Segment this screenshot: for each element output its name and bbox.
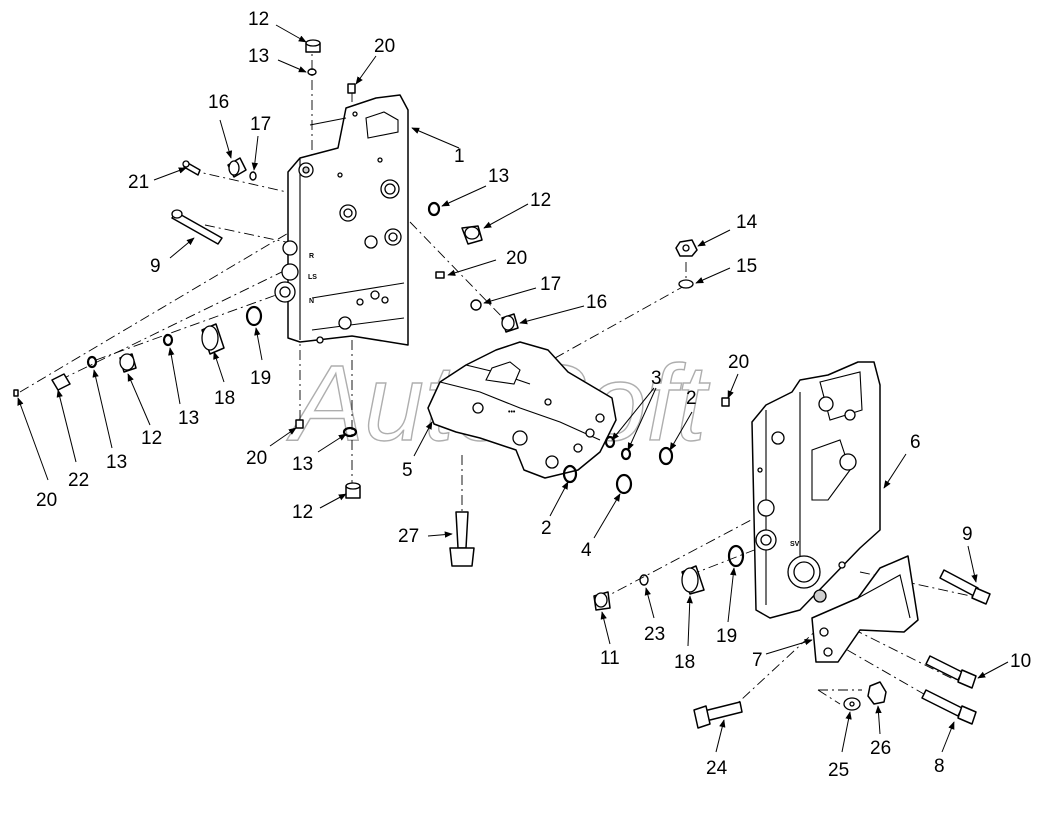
callout-23: 23 (644, 624, 665, 645)
callout-10: 10 (1010, 651, 1031, 672)
callout-17-mid: 17 (540, 274, 561, 295)
callout-11: 11 (600, 648, 620, 669)
callout-5: 5 (402, 460, 413, 481)
callout-14: 14 (736, 212, 758, 233)
callout-18-upper: 18 (214, 388, 235, 409)
bracket-7 (811, 555, 919, 663)
callout-17-upper: 17 (250, 114, 271, 135)
callout-9-lower: 9 (962, 524, 973, 545)
callout-22: 22 (68, 470, 89, 491)
callout-13-right: 13 (488, 166, 509, 187)
callout-3: 3 (651, 368, 662, 389)
callout-12-left: 12 (141, 428, 162, 449)
callout-13-top: 13 (248, 46, 269, 67)
callout-13-left: 13 (178, 408, 199, 429)
port-mark-n: N (309, 298, 314, 305)
port-mark-r: R (309, 253, 314, 260)
end-section-6: SV (751, 361, 881, 619)
callout-12-right: 12 (530, 190, 551, 211)
callout-18-lower: 18 (674, 652, 695, 673)
callout-20-top: 20 (374, 36, 395, 57)
callout-20-far-left: 20 (36, 490, 57, 511)
port-mark-ls: LS (308, 274, 317, 281)
callout-16-mid: 16 (586, 292, 607, 313)
cover-dot-marks: ••• (508, 409, 516, 416)
callout-labels: 1 2 2 3 4 5 6 7 8 9 9 10 11 12 12 12 12 … (36, 9, 1031, 781)
callout-20-right: 20 (728, 352, 749, 373)
callout-15: 15 (736, 256, 757, 277)
small-parts (13, 39, 991, 729)
callout-6: 6 (910, 432, 921, 453)
callout-4: 4 (581, 540, 592, 561)
callout-12-top: 12 (248, 9, 269, 30)
callout-19-lower: 19 (716, 626, 737, 647)
callout-19-upper: 19 (250, 368, 271, 389)
callout-8: 8 (934, 756, 945, 777)
callout-12-bottom: 12 (292, 502, 313, 523)
end-section-mark-sv: SV (790, 541, 800, 548)
callout-16-upper: 16 (208, 92, 229, 113)
callout-24: 24 (706, 758, 728, 779)
callout-13-bottom: 13 (292, 454, 313, 475)
callout-25: 25 (828, 760, 849, 781)
valve-section-plate-1: R LS N (274, 94, 409, 346)
leader-lines (17, 24, 1009, 753)
callout-13-far-left: 13 (106, 452, 127, 473)
callout-21: 21 (128, 172, 149, 193)
callout-27: 27 (398, 526, 419, 547)
inlet-cover-5: ••• (427, 341, 617, 479)
callout-9-upper: 9 (150, 256, 161, 277)
callout-2-lower: 2 (541, 518, 552, 539)
callout-1: 1 (454, 146, 465, 167)
callout-20-mid: 20 (506, 248, 527, 269)
callout-7: 7 (752, 650, 763, 671)
callout-26: 26 (870, 738, 891, 759)
callout-20-bottom: 20 (246, 448, 267, 469)
callout-2-right: 2 (686, 388, 697, 409)
